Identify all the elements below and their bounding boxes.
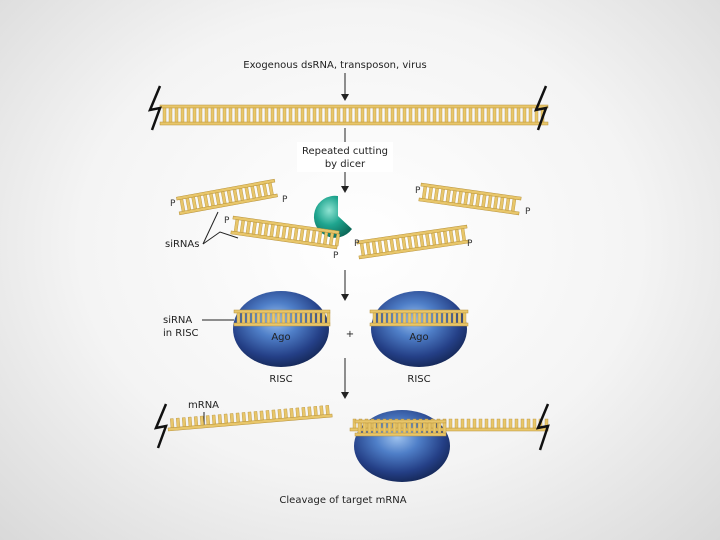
phosphate-label: P	[170, 199, 176, 209]
lightning-right-icon	[533, 85, 548, 131]
arrow-head-4	[341, 392, 349, 399]
mrna-strand-left	[167, 405, 333, 432]
lightning-left-icon	[153, 403, 168, 449]
phosphate-label: P	[354, 239, 360, 249]
phosphate-label: P	[415, 186, 421, 196]
phosphate-label: P	[467, 239, 473, 249]
risc-left-label: RISC	[269, 374, 292, 385]
ago-left-label: Ago	[271, 332, 290, 343]
risc-right-sirna	[369, 309, 469, 327]
risc-left-sirna	[233, 309, 331, 327]
sirnas-pointer-2	[202, 211, 219, 245]
dicer-label-line1: Repeated cutting	[302, 146, 388, 157]
risc-right-label: RISC	[407, 374, 430, 385]
ago-protein-left	[233, 291, 329, 367]
lightning-right-icon	[535, 403, 550, 451]
arrow-head-2	[341, 186, 349, 193]
sirna-fragments	[176, 178, 522, 260]
sirna-risc-label-line1: siRNA	[163, 315, 192, 326]
dicer-label-box	[297, 142, 393, 172]
ago-right-label: Ago	[409, 332, 428, 343]
plus-sign: +	[346, 329, 354, 340]
phosphate-label: P	[224, 216, 230, 226]
long-dsrna	[159, 104, 549, 126]
phosphate-label: P	[525, 207, 531, 217]
lightning-left-icon	[147, 85, 162, 131]
sirnas-label: siRNAs	[165, 239, 199, 250]
phosphate-label: P	[333, 251, 339, 261]
arrow-head-1	[341, 94, 349, 101]
phosphate-label: P	[282, 195, 288, 205]
sirnas-pointer	[202, 231, 239, 245]
source-label: Exogenous dsRNA, transposon, virus	[243, 60, 426, 71]
sirna-risc-label-line2: in RISC	[163, 328, 199, 339]
cleavage-label: Cleavage of target mRNA	[279, 495, 406, 506]
mrna-label: mRNA	[188, 400, 219, 411]
ago-protein-right	[371, 291, 467, 367]
mrna-strand-right	[349, 418, 549, 437]
arrow-head-3	[341, 294, 349, 301]
dicer-label-line2: by dicer	[325, 159, 366, 170]
dicer-enzyme-icon	[313, 195, 352, 238]
